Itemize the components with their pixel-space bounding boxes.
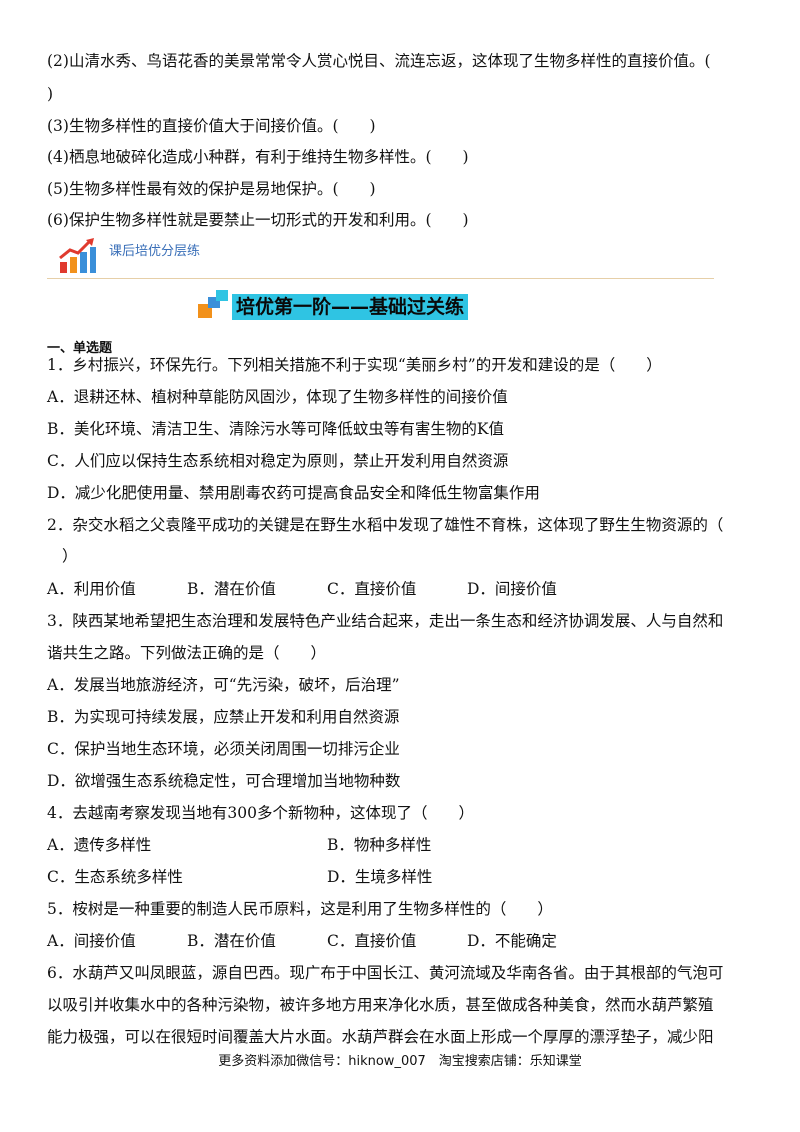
q6-line-3: 能力极强，可以在很短时间覆盖大片水面。水葫芦群会在水面上形成一个厚厚的漂浮垫子，… bbox=[47, 1028, 714, 1046]
divider bbox=[47, 278, 714, 279]
q2-option-b: B．潜在价值 bbox=[187, 580, 276, 598]
q4-option-b: B．物种多样性 bbox=[327, 836, 432, 854]
section-label: 课后培优分层练 bbox=[109, 244, 201, 259]
q2-stem: 2．杂交水稻之父袁隆平成功的关键是在野生水稻中发现了雄性不育株，这体现了野生生物… bbox=[47, 516, 724, 534]
q3-option-b: B．为实现可持续发展，应禁止开发和利用自然资源 bbox=[47, 708, 400, 726]
q6-line-2: 以吸引并收集水中的各种污染物，被许多地方用来净化水质，甚至做成各种美食，然而水葫… bbox=[47, 996, 714, 1014]
q5-option-a: A．间接价值 bbox=[47, 932, 136, 950]
q1-option-c: C．人们应以保持生态系统相对稳定为原则，禁止开发利用自然资源 bbox=[47, 452, 509, 470]
q2-option-c: C．直接价值 bbox=[327, 580, 417, 598]
banner-title: 培优第一阶——基础过关练 bbox=[232, 294, 469, 320]
judgment-6: (6)保护生物多样性就是要禁止一切形式的开发和利用。( ) bbox=[47, 211, 469, 229]
q5-option-b: B．潜在价值 bbox=[187, 932, 276, 950]
judgment-4: (4)栖息地破碎化造成小种群，有利于维持生物多样性。( ) bbox=[47, 148, 469, 166]
q5-option-d: D．不能确定 bbox=[467, 932, 557, 950]
q3-stem-cont: 谐共生之路。下列做法正确的是（ ） bbox=[47, 644, 327, 662]
page-footer: 更多资料添加微信号：hiknow_007 淘宝搜索店铺：乐知课堂 bbox=[218, 1054, 582, 1069]
q2-option-a: A．利用价值 bbox=[47, 580, 136, 598]
q4-option-d: D．生境多样性 bbox=[327, 868, 433, 886]
q5-option-c: C．直接价值 bbox=[327, 932, 417, 950]
steps-icon bbox=[198, 290, 228, 318]
q3-option-d: D．欲增强生态系统稳定性，可合理增加当地物种数 bbox=[47, 772, 401, 790]
q6-line-1: 6．水葫芦又叫凤眼蓝，源自巴西。现广布于中国长江、黄河流域及华南各省。由于其根部… bbox=[47, 964, 724, 982]
q1-option-b: B．美化环境、清洁卫生、清除污水等可降低蚊虫等有害生物的K值 bbox=[47, 420, 504, 438]
q4-option-c: C．生态系统多样性 bbox=[47, 868, 183, 886]
judgment-5: (5)生物多样性最有效的保护是易地保护。( ) bbox=[47, 180, 376, 198]
q2-stem-close: ） bbox=[62, 547, 78, 565]
q3-stem: 3．陕西某地希望把生态治理和发展特色产业结合起来，走出一条生态和经济协调发展、人… bbox=[47, 612, 724, 630]
q5-stem: 5．桉树是一种重要的制造人民币原料，这是利用了生物多样性的（ ） bbox=[47, 900, 553, 918]
q3-option-c: C．保护当地生态环境，必须关闭周围一切排污企业 bbox=[47, 740, 400, 758]
q1-option-d: D．减少化肥使用量、禁用剧毒农药可提高食品安全和降低生物富集作用 bbox=[47, 484, 540, 502]
q3-option-a: A．发展当地旅游经济，可“先污染，破坏，后治理” bbox=[47, 676, 400, 694]
q4-option-a: A．遗传多样性 bbox=[47, 836, 152, 854]
judgment-2: (2)山清水秀、鸟语花香的美景常常令人赏心悦目、流连忘返，这体现了生物多样性的直… bbox=[47, 52, 711, 70]
q2-option-d: D．间接价值 bbox=[467, 580, 557, 598]
q1-stem: 1．乡村振兴，环保先行。下列相关措施不利于实现“美丽乡村”的开发和建设的是（ ） bbox=[47, 356, 662, 374]
q1-option-a: A．退耕还林、植树种草能防风固沙，体现了生物多样性的间接价值 bbox=[47, 388, 508, 406]
judgment-3: (3)生物多样性的直接价值大于间接价值。( ) bbox=[47, 117, 376, 135]
growth-chart-icon bbox=[59, 238, 96, 273]
section-heading: 一、单选题 bbox=[47, 341, 113, 356]
judgment-2-close: ) bbox=[47, 85, 54, 103]
q4-stem: 4．去越南考察发现当地有300多个新物种，这体现了（ ） bbox=[47, 804, 474, 822]
